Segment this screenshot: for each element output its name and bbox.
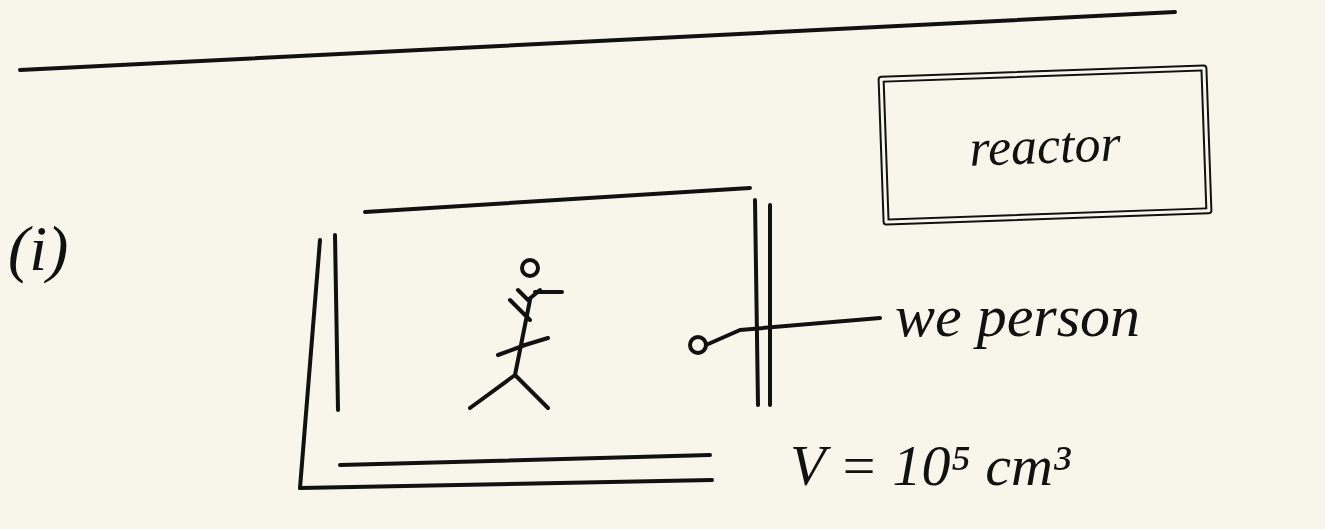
callout-label: we person bbox=[895, 282, 1140, 351]
dimension-label: V = 10⁵ cm³ bbox=[790, 432, 1070, 499]
rule-line bbox=[20, 12, 1175, 70]
room-wall bbox=[300, 480, 712, 488]
room-wall bbox=[300, 240, 320, 488]
reactor-box: reactor bbox=[877, 64, 1212, 225]
room-wall bbox=[768, 205, 772, 405]
room-wall bbox=[365, 188, 750, 212]
person-head bbox=[522, 260, 538, 276]
room-wall bbox=[340, 455, 710, 465]
detector-dot bbox=[690, 337, 706, 353]
room-wall bbox=[335, 235, 338, 410]
room-wall bbox=[755, 200, 758, 405]
box-title: reactor bbox=[968, 113, 1121, 177]
part-number: (i) bbox=[8, 212, 68, 286]
leader-line bbox=[706, 318, 880, 345]
stick-figure bbox=[470, 290, 562, 408]
